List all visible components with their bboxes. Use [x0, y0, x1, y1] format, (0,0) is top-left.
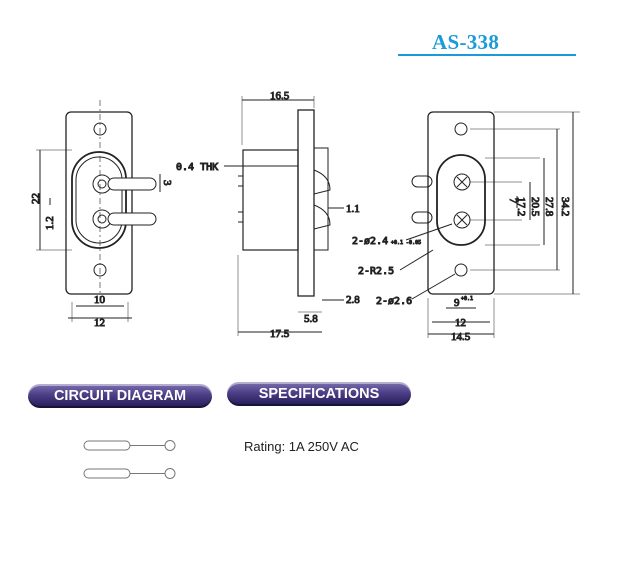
circuit-contact-1 [83, 440, 176, 451]
dim-34-2: 34.2 [559, 197, 571, 216]
dim-9: 9 [454, 297, 460, 309]
dim-back-12: 12 [455, 317, 466, 329]
dim-1-2: 1.2 [44, 216, 56, 230]
dim-16-5: 16.5 [270, 90, 290, 102]
dim-14-5: 14.5 [451, 331, 471, 343]
dim-22: 22 [30, 193, 42, 204]
dim-3: 3 [161, 180, 173, 186]
dim-7: 7 [507, 198, 519, 204]
rating-spec: Rating: 1A 250V AC [244, 439, 359, 454]
circuit-diagram [83, 440, 176, 479]
back-view: 7 17.2 20.5 27.8 34.2 2-ø2.4 +0.1 -0.05 … [352, 111, 580, 344]
circuit-diagram-heading: CIRCUIT DIAGRAM [28, 384, 212, 408]
side-view: 16.5 0.4 THK 1.1 2.8 5.8 17.5 [176, 90, 361, 341]
specifications-heading: SPECIFICATIONS [227, 382, 411, 406]
dim-radius: 2-R2.5 [358, 266, 394, 277]
dim-17-5: 17.5 [270, 328, 290, 340]
circuit-contact-2 [83, 468, 176, 479]
dim-2-8: 2.8 [346, 294, 360, 306]
title-underline [398, 54, 576, 56]
dim-thk: 0.4 THK [176, 162, 218, 173]
dim-hole-tol: +0.1 -0.05 [391, 240, 421, 246]
dim-9-tol: +0.1 [461, 296, 473, 302]
model-title: AS-338 [432, 30, 500, 54]
dim-1-1: 1.1 [346, 203, 360, 215]
dim-12: 12 [94, 317, 105, 329]
dim-mount: 2-ø2.6 [376, 296, 412, 307]
dim-20-5: 20.5 [529, 197, 541, 217]
dim-hole: 2-ø2.4 [352, 236, 388, 247]
dim-17-2: 17.2 [515, 197, 527, 216]
mechanical-drawing: 22 1.2 3 10 12 16.5 0.4 THK 1.1 2.8 5.8 … [30, 90, 580, 344]
dim-10: 10 [94, 294, 106, 306]
dim-27-8: 27.8 [543, 197, 555, 217]
front-view: 22 1.2 3 10 12 [30, 100, 174, 330]
dim-5-8: 5.8 [304, 313, 318, 325]
